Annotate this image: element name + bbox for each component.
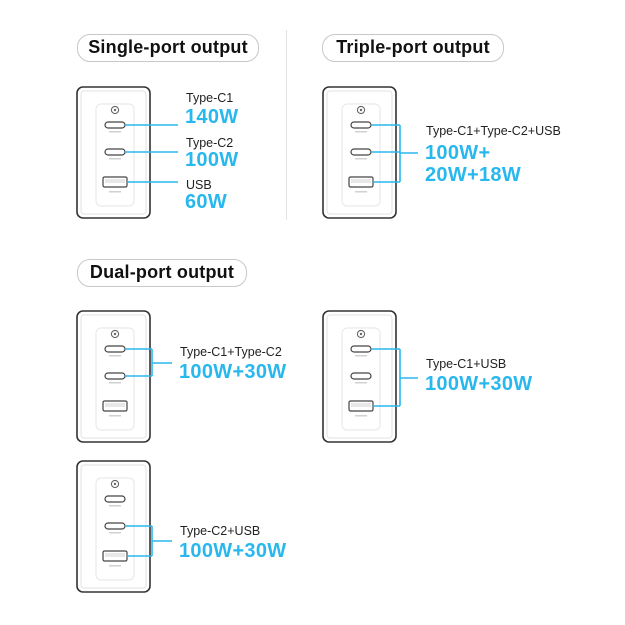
single-c2-label: Type-C2 [186,136,234,150]
triple-watt-line2: 20W+18W [425,164,522,186]
triple-watt-line1: 100W+ [425,142,491,164]
single-usb-label: USB [186,178,212,192]
triple-port-title: Triple-port output [322,34,504,62]
single-c1-watt: 140W [185,106,239,128]
dual-c2-usb-label: Type-C2+USB [180,524,261,538]
triple-label: Type-C1+Type-C2+USB [426,124,561,138]
section-divider [286,30,287,220]
dual-c1-c2-watt: 100W+30W [179,361,287,383]
dual-c1-c2-label: Type-C1+Type-C2 [180,345,282,359]
dual-c1-usb-watt: 100W+30W [425,373,533,395]
single-port-title: Single-port output [77,34,259,62]
dual-c1-usb-label: Type-C1+USB [426,357,507,371]
single-c2-watt: 100W [185,149,239,171]
single-usb-watt: 60W [185,191,228,213]
single-c1-label: Type-C1 [186,91,234,105]
dual-c2-usb-watt: 100W+30W [179,540,287,562]
dual-port-title: Dual-port output [77,259,247,287]
